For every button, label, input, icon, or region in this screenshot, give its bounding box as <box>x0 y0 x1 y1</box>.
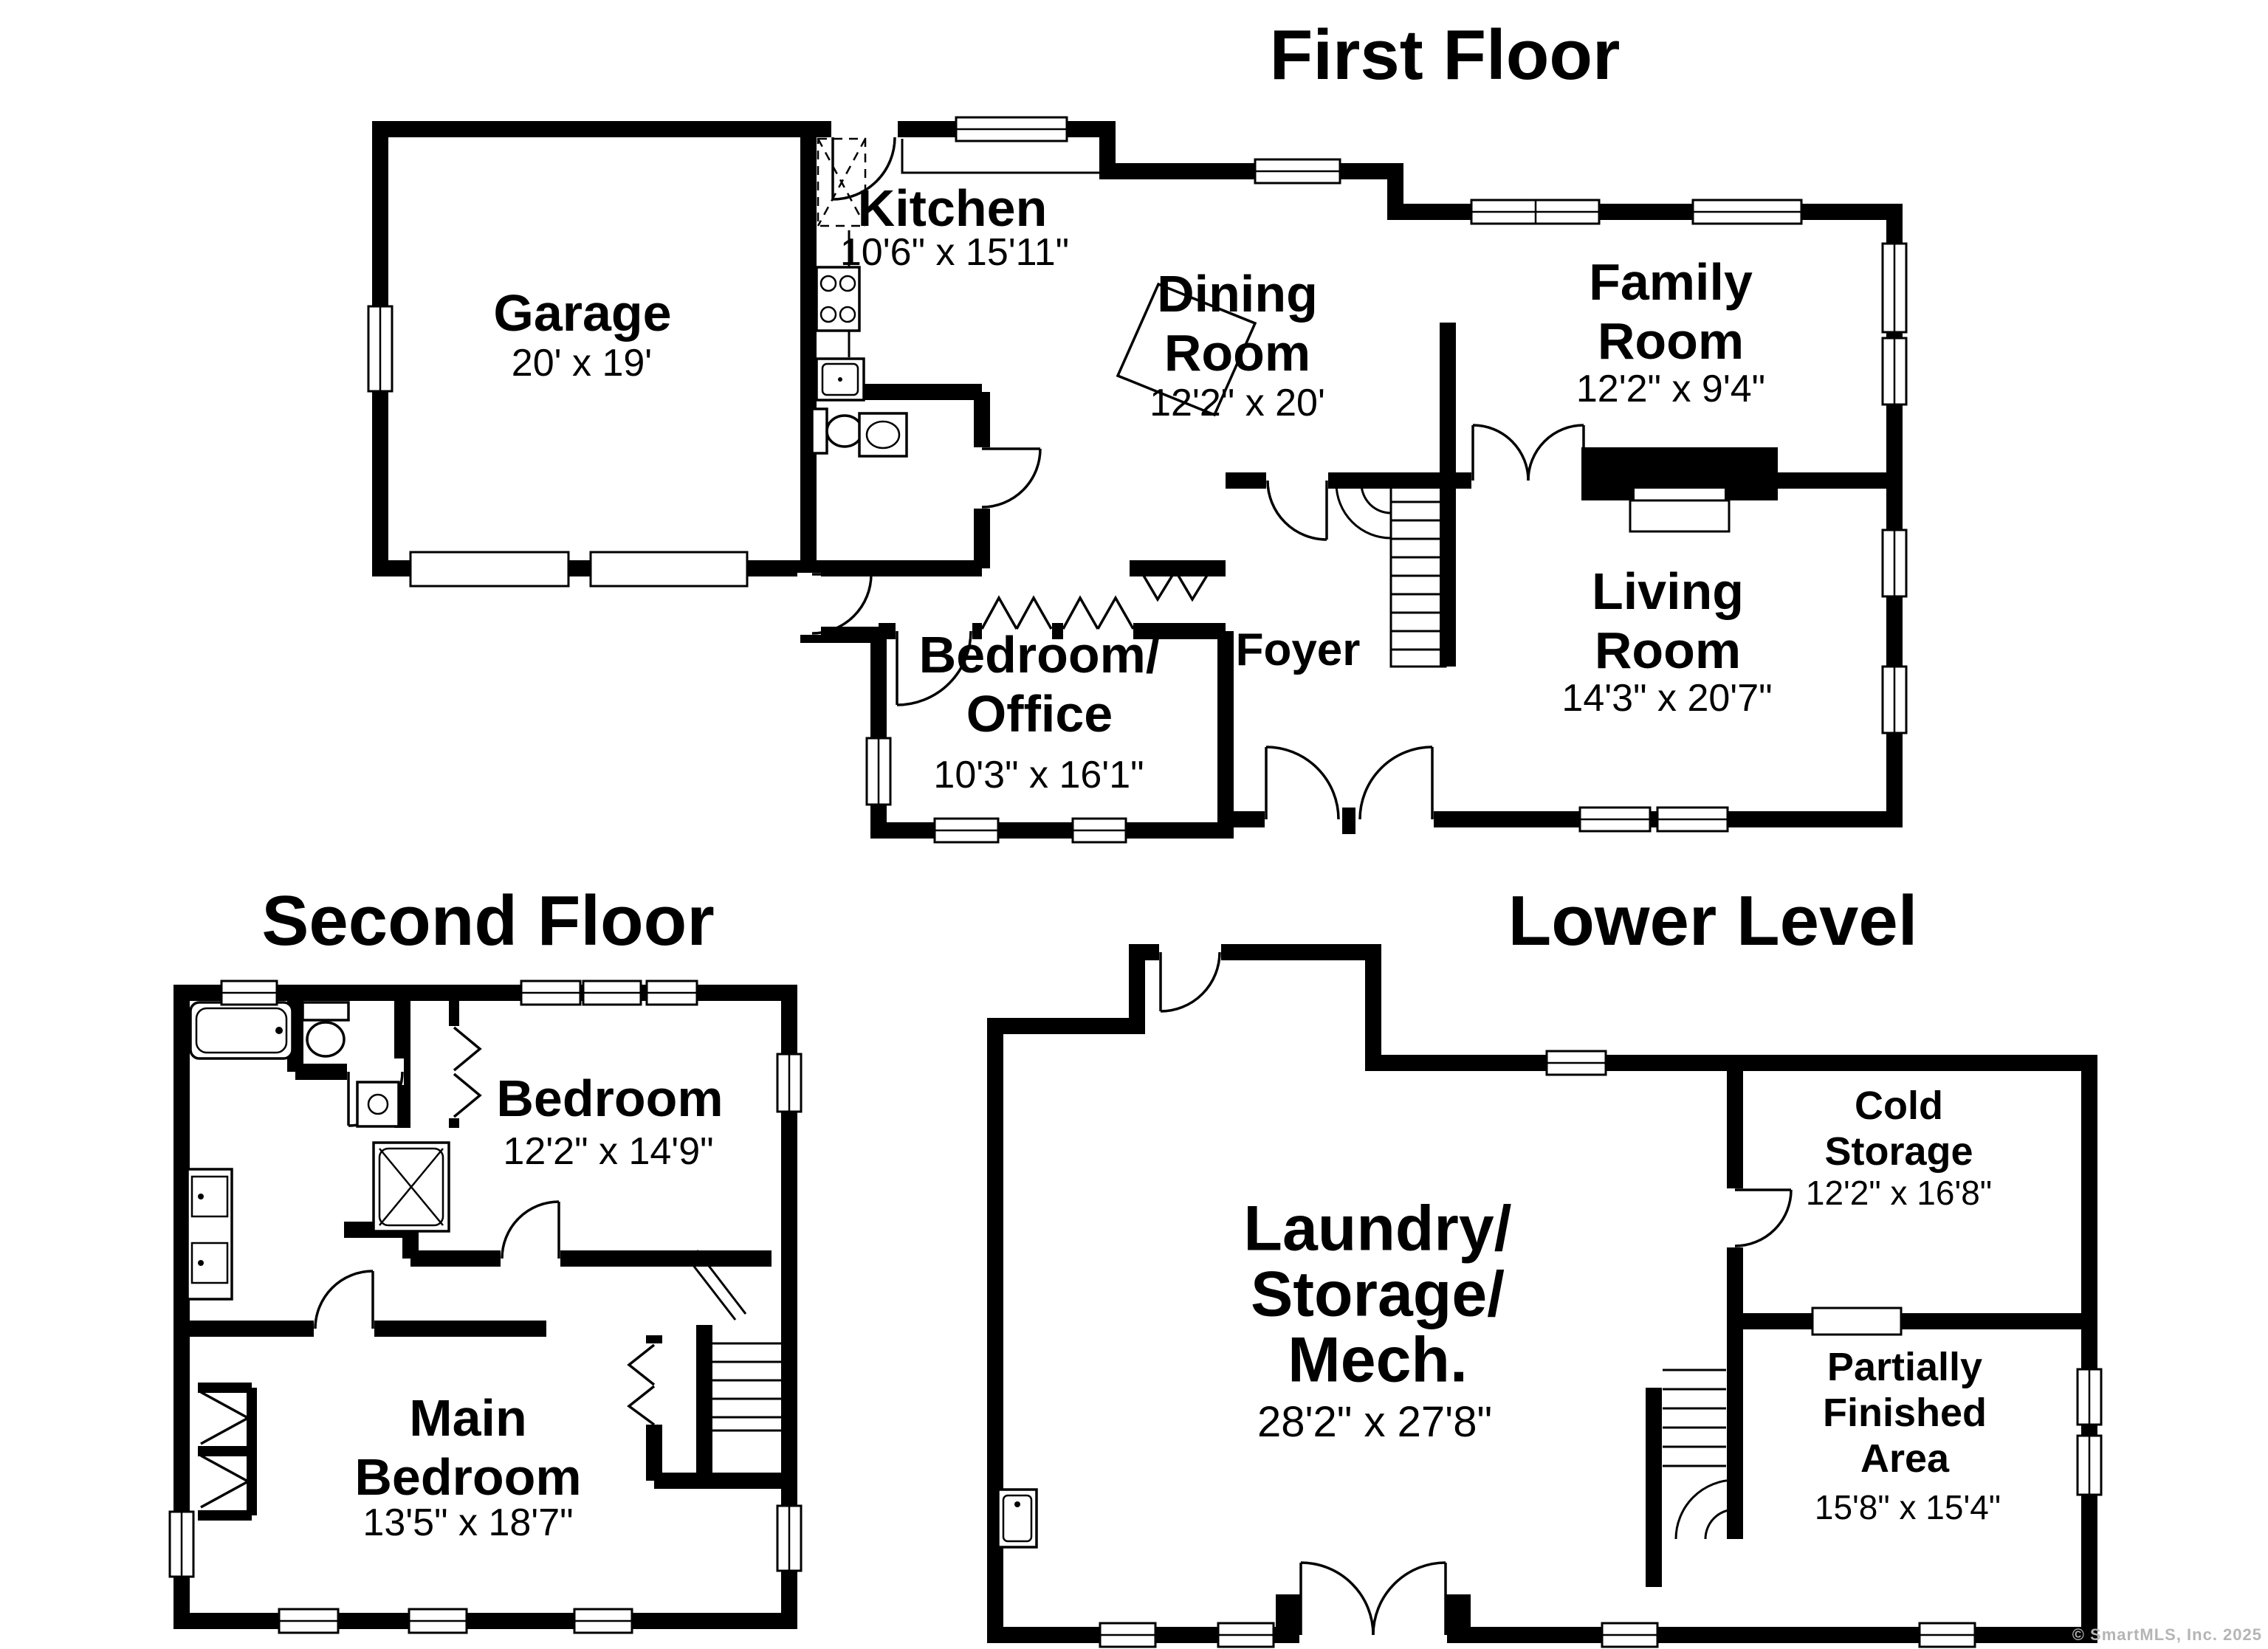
room-dims-cold-storage: 12'2" x 16'8" <box>1805 1174 1993 1212</box>
room-label-foyer: Foyer <box>1235 624 1361 675</box>
room-label-laundry-storage-mech: Laundry/ Storage/ Mech. <box>1243 1193 1512 1396</box>
room-label-bedroom: Bedroom <box>496 1070 724 1127</box>
lower-level-plan <box>987 939 2103 1648</box>
door-jamb <box>1446 1594 1471 1635</box>
room-dims-dining-room: 12'2" x 20' <box>1150 382 1325 424</box>
room-dims-garage: 20' x 19' <box>511 342 653 385</box>
front-door-mullion <box>1342 808 1355 834</box>
bath-sink-icon <box>858 412 908 458</box>
windows-lower-level <box>1099 1050 2103 1648</box>
closet-bifold-doors <box>980 570 1212 630</box>
room-label-kitchen: Kitchen <box>857 179 1048 237</box>
stove-icon <box>815 266 861 332</box>
toilet-icon <box>811 407 864 455</box>
room-label-partially-finished: Partially Finished Area <box>1822 1345 1987 1481</box>
room-dims-laundry-storage-mech: 28'2" x 27'8" <box>1257 1398 1493 1446</box>
windows-second-floor <box>168 980 803 1634</box>
double-vanity-icon <box>186 1168 233 1301</box>
room-dims-living-room: 14'3" x 20'7" <box>1561 677 1773 720</box>
second-floor-plan <box>168 980 803 1634</box>
fireplace <box>1581 447 1778 533</box>
door-arc <box>811 137 1585 820</box>
toilet-icon <box>301 1001 350 1058</box>
room-label-main-bedroom: Main Bedroom <box>354 1389 582 1506</box>
first-floor-title: First Floor <box>1269 16 1621 94</box>
room-label-dining-room: Dining Room <box>1157 265 1318 382</box>
laundry-sink-icon <box>997 1488 1038 1549</box>
stairs <box>1335 482 1447 668</box>
room-dims-family-room: 12'2" x 9'4" <box>1575 368 1766 410</box>
kitchen-counter <box>901 139 1105 174</box>
lower-level-title: Lower Level <box>1508 881 1918 960</box>
room-dims-partially-finished: 15'8" x 15'4" <box>1814 1488 2001 1526</box>
door-jamb <box>1276 1594 1301 1635</box>
kitchen-sink-icon <box>815 357 865 402</box>
shower-icon <box>372 1141 450 1233</box>
garage-doors <box>409 551 749 588</box>
room-label-garage: Garage <box>493 284 672 342</box>
smartmls-watermark: © SmartMLS, Inc. 2025 <box>2072 1625 2262 1644</box>
stairs <box>684 1250 783 1432</box>
room-dims-bedroom-office: 10'3" x 16'1" <box>933 754 1144 796</box>
windows-first-floor <box>367 116 1908 844</box>
room-label-bedroom-office: Bedroom/ Office <box>918 626 1161 743</box>
bath-sink-icon <box>356 1081 400 1128</box>
room-label-cold-storage: Cold Storage <box>1824 1084 1973 1174</box>
stairs <box>1663 1369 1736 1540</box>
kitchen-island <box>1116 282 1257 417</box>
first-floor-plan <box>367 116 1908 844</box>
crawl-access-hatch <box>1811 1307 1903 1336</box>
room-dims-kitchen: 10'6" x 15'11" <box>839 231 1070 274</box>
room-label-living-room: Living Room <box>1591 562 1745 679</box>
room-label-family-room: Family Room <box>1589 253 1753 370</box>
room-dims-main-bedroom: 13'5" x 18'7" <box>362 1501 574 1544</box>
lower-level-exterior-walls <box>987 944 2097 1643</box>
bathtub-icon <box>189 1001 294 1060</box>
door-arc <box>314 1071 560 1329</box>
kitchen-pantry <box>817 137 867 227</box>
room-dims-bedroom: 12'2" x 14'9" <box>503 1130 714 1173</box>
closet-bifold-doors <box>200 1026 656 1509</box>
second-floor-title: Second Floor <box>261 881 715 960</box>
